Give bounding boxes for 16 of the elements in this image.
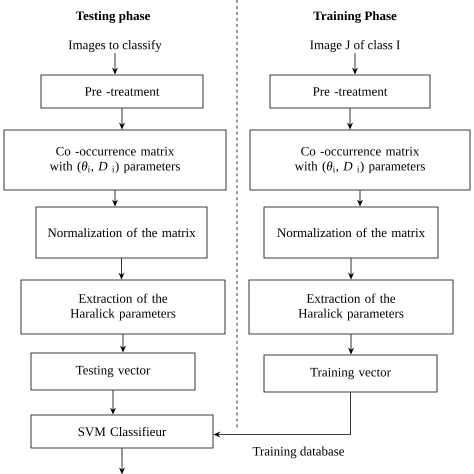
process-box: Training vector	[264, 354, 438, 392]
process-box: Normalization of the matrix	[36, 206, 208, 258]
process-box: SVM Classifieur	[30, 414, 214, 448]
phase-heading: Training Phase	[313, 11, 396, 23]
process-box: Testing vector	[30, 352, 196, 390]
process-box: Extraction of the Haralick parameters	[248, 280, 454, 334]
input-label: Images to classify	[68, 40, 162, 52]
process-box: Co -occurrence matrix with (θ$_{i}$, D $_{i}$) parameters	[250, 130, 470, 190]
process-box: Co -occurrence matrix with (θ$_{i}$, D $_{i}$) parameters	[4, 130, 226, 190]
process-box: Extraction of the Haralick parameters	[20, 280, 226, 334]
process-box: Pre -treatment	[270, 74, 430, 108]
process-box: Normalization of the matrix	[264, 206, 438, 258]
process-box: Pre -treatment	[40, 74, 204, 108]
phase-heading: Testing phase	[76, 11, 150, 23]
edge-label: Training database	[252, 446, 346, 460]
input-label: Image J of class I	[310, 40, 400, 52]
